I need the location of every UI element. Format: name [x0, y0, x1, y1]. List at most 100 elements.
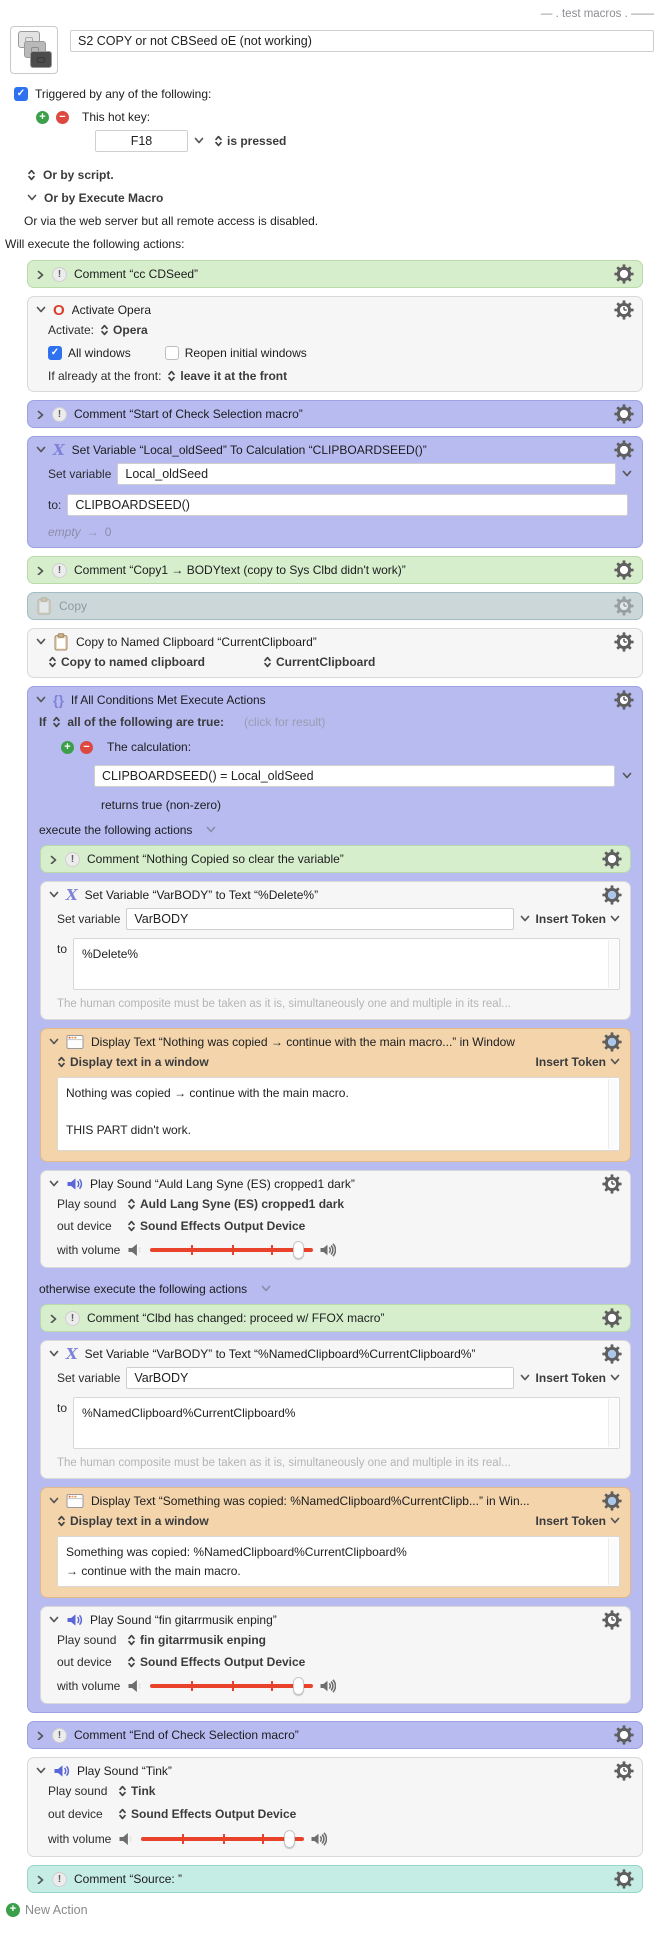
gear-button[interactable]	[614, 560, 634, 580]
disclosure-down-icon[interactable]	[49, 1496, 59, 1506]
popup-arrows-icon[interactable]	[127, 1198, 136, 1210]
action-copy-disabled[interactable]: Copy	[27, 592, 643, 620]
disclosure-right-icon[interactable]	[36, 1875, 45, 1884]
sound-popup[interactable]: fin gitarrmusik enping	[140, 1633, 267, 1648]
add-condition-icon[interactable]: +	[61, 740, 74, 754]
display-text-textarea[interactable]: Nothing was copied → continue with the m…	[57, 1077, 620, 1151]
popup-arrows-icon[interactable]	[52, 716, 61, 728]
popup-arrows-icon[interactable]	[48, 656, 57, 668]
insert-token-menu[interactable]: Insert Token	[536, 1055, 620, 1069]
disclosure-down-icon[interactable]	[36, 445, 46, 455]
volume-slider[interactable]	[150, 1241, 313, 1259]
action-comment-nothing-copied[interactable]: ! Comment “Nothing Copied so clear the v…	[40, 845, 631, 873]
volume-slider[interactable]	[141, 1830, 304, 1849]
condition-mode-popup[interactable]: all of the following are true:	[67, 715, 225, 729]
gear-button[interactable]	[614, 264, 634, 284]
gear-button[interactable]	[614, 632, 634, 652]
action-display-text-nothing-copied[interactable]: Display Text “Nothing was copied → conti…	[40, 1028, 631, 1162]
macro-title-input[interactable]: S2 COPY or not CBSeed oE (not working)	[70, 30, 654, 52]
disclosure-down-icon[interactable]	[36, 695, 46, 705]
disclosure-down-icon[interactable]	[36, 305, 46, 315]
macro-icon[interactable]	[10, 26, 58, 74]
gear-button[interactable]	[602, 1032, 622, 1052]
popup-arrows-icon[interactable]	[118, 1808, 127, 1820]
action-comment-source[interactable]: ! Comment “Source: ”	[27, 1865, 643, 1894]
variable-value-textarea[interactable]: %Delete%	[73, 938, 620, 990]
new-action-button[interactable]: + New Action	[6, 1903, 666, 1918]
volume-slider[interactable]	[150, 1677, 313, 1696]
chevron-down-icon[interactable]	[261, 1284, 271, 1294]
remove-trigger-icon[interactable]: −	[56, 110, 69, 124]
front-option-popup[interactable]: leave it at the front	[180, 369, 288, 383]
chevron-down-icon[interactable]	[520, 1373, 530, 1383]
all-windows-checkbox[interactable]	[48, 346, 62, 360]
variable-name-input[interactable]: VarBODY	[126, 1367, 514, 1389]
disclosure-right-icon[interactable]	[49, 855, 58, 864]
volume-thumb[interactable]	[293, 1241, 305, 1259]
device-popup[interactable]: Sound Effects Output Device	[140, 1219, 306, 1233]
chevron-down-icon[interactable]	[622, 771, 632, 781]
action-set-varbody-delete[interactable]: X Set Variable “VarBODY” to Text “%Delet…	[40, 881, 631, 1020]
popup-arrows-icon[interactable]	[118, 1785, 127, 1797]
remove-condition-icon[interactable]: −	[80, 740, 93, 754]
action-comment-copy1[interactable]: ! Comment “Copy1 → BODYtext (copy to Sys…	[27, 556, 643, 584]
variable-name-input[interactable]: Local_oldSeed	[117, 463, 616, 485]
action-comment-start-check[interactable]: ! Comment “Start of Check Selection macr…	[27, 400, 643, 428]
insert-token-menu[interactable]: Insert Token	[536, 1371, 620, 1385]
insert-token-menu[interactable]: Insert Token	[536, 1514, 620, 1528]
copy-action-popup[interactable]: Copy to named clipboard	[61, 655, 206, 669]
disclosure-down-icon[interactable]	[36, 637, 46, 647]
disclosure-down-icon[interactable]	[49, 1615, 59, 1625]
hotkey-event-popup[interactable]: is pressed	[227, 134, 287, 148]
activate-app-popup[interactable]: Opera	[113, 323, 148, 337]
gear-button[interactable]	[602, 1491, 622, 1511]
click-for-result[interactable]: (click for result)	[244, 715, 326, 729]
gear-button[interactable]	[614, 690, 634, 710]
popup-arrows-icon[interactable]	[263, 656, 272, 668]
device-popup[interactable]: Sound Effects Output Device	[131, 1807, 297, 1822]
action-comment-end-check[interactable]: ! Comment “End of Check Selection macro”	[27, 1721, 643, 1750]
popup-arrows-icon[interactable]	[27, 169, 36, 181]
disclosure-down-icon[interactable]	[49, 1349, 59, 1359]
insert-token-menu[interactable]: Insert Token	[536, 912, 620, 926]
popup-arrows-icon[interactable]	[214, 135, 223, 147]
popup-arrows-icon[interactable]	[57, 1515, 66, 1527]
gear-button[interactable]	[602, 1610, 622, 1631]
disclosure-right-icon[interactable]	[36, 1731, 45, 1740]
action-display-text-something-copied[interactable]: Display Text “Something was copied: %Nam…	[40, 1487, 631, 1599]
action-set-variable-local-oldseed[interactable]: X Set Variable “Local_oldSeed” To Calcul…	[27, 436, 643, 548]
sound-popup[interactable]: Auld Lang Syne (ES) cropped1 dark	[140, 1197, 345, 1211]
volume-thumb[interactable]	[284, 1830, 296, 1849]
display-mode-popup[interactable]: Display text in a window	[70, 1514, 209, 1528]
gear-button[interactable]	[614, 404, 634, 424]
clipboard-name-popup[interactable]: CurrentClipboard	[276, 655, 376, 669]
chevron-down-icon[interactable]	[206, 825, 216, 835]
reopen-windows-checkbox[interactable]	[164, 346, 179, 360]
condition-calculation-input[interactable]: CLIPBOARDSEED() = Local_oldSeed	[94, 765, 615, 787]
action-comment-clbd-changed[interactable]: ! Comment “Clbd has changed: proceed w/ …	[40, 1304, 631, 1332]
gear-button[interactable]	[602, 1174, 622, 1194]
disclosure-right-icon[interactable]	[36, 566, 45, 575]
gear-button[interactable]	[614, 1761, 634, 1782]
action-play-sound-gitarrmusik[interactable]: Play Sound “fin gitarrmusik enping” Play…	[40, 1606, 631, 1705]
gear-button[interactable]	[602, 849, 622, 869]
chevron-down-icon[interactable]	[520, 914, 530, 924]
disclosure-right-icon[interactable]	[36, 410, 45, 419]
gear-button[interactable]	[614, 596, 634, 616]
display-mode-popup[interactable]: Display text in a window	[70, 1055, 209, 1069]
variable-name-input[interactable]: VarBODY	[126, 908, 514, 930]
action-comment-cc-cdseed[interactable]: ! Comment “cc CDSeed”	[27, 260, 643, 288]
chevron-down-icon[interactable]	[194, 136, 204, 146]
disclosure-down-icon[interactable]	[49, 890, 59, 900]
action-copy-to-named-clipboard[interactable]: Copy to Named Clipboard “CurrentClipboar…	[27, 628, 643, 678]
disclosure-right-icon[interactable]	[36, 270, 45, 279]
popup-arrows-icon[interactable]	[127, 1220, 136, 1232]
gear-button[interactable]	[602, 885, 622, 905]
device-popup[interactable]: Sound Effects Output Device	[140, 1655, 306, 1670]
hotkey-input[interactable]: F18	[95, 130, 188, 152]
volume-thumb[interactable]	[293, 1677, 305, 1696]
gear-button[interactable]	[602, 1344, 622, 1364]
chevron-down-icon[interactable]	[27, 193, 37, 203]
disclosure-down-icon[interactable]	[36, 1766, 46, 1776]
display-text-textarea[interactable]: Something was copied: %NamedClipboard%Cu…	[57, 1536, 620, 1588]
